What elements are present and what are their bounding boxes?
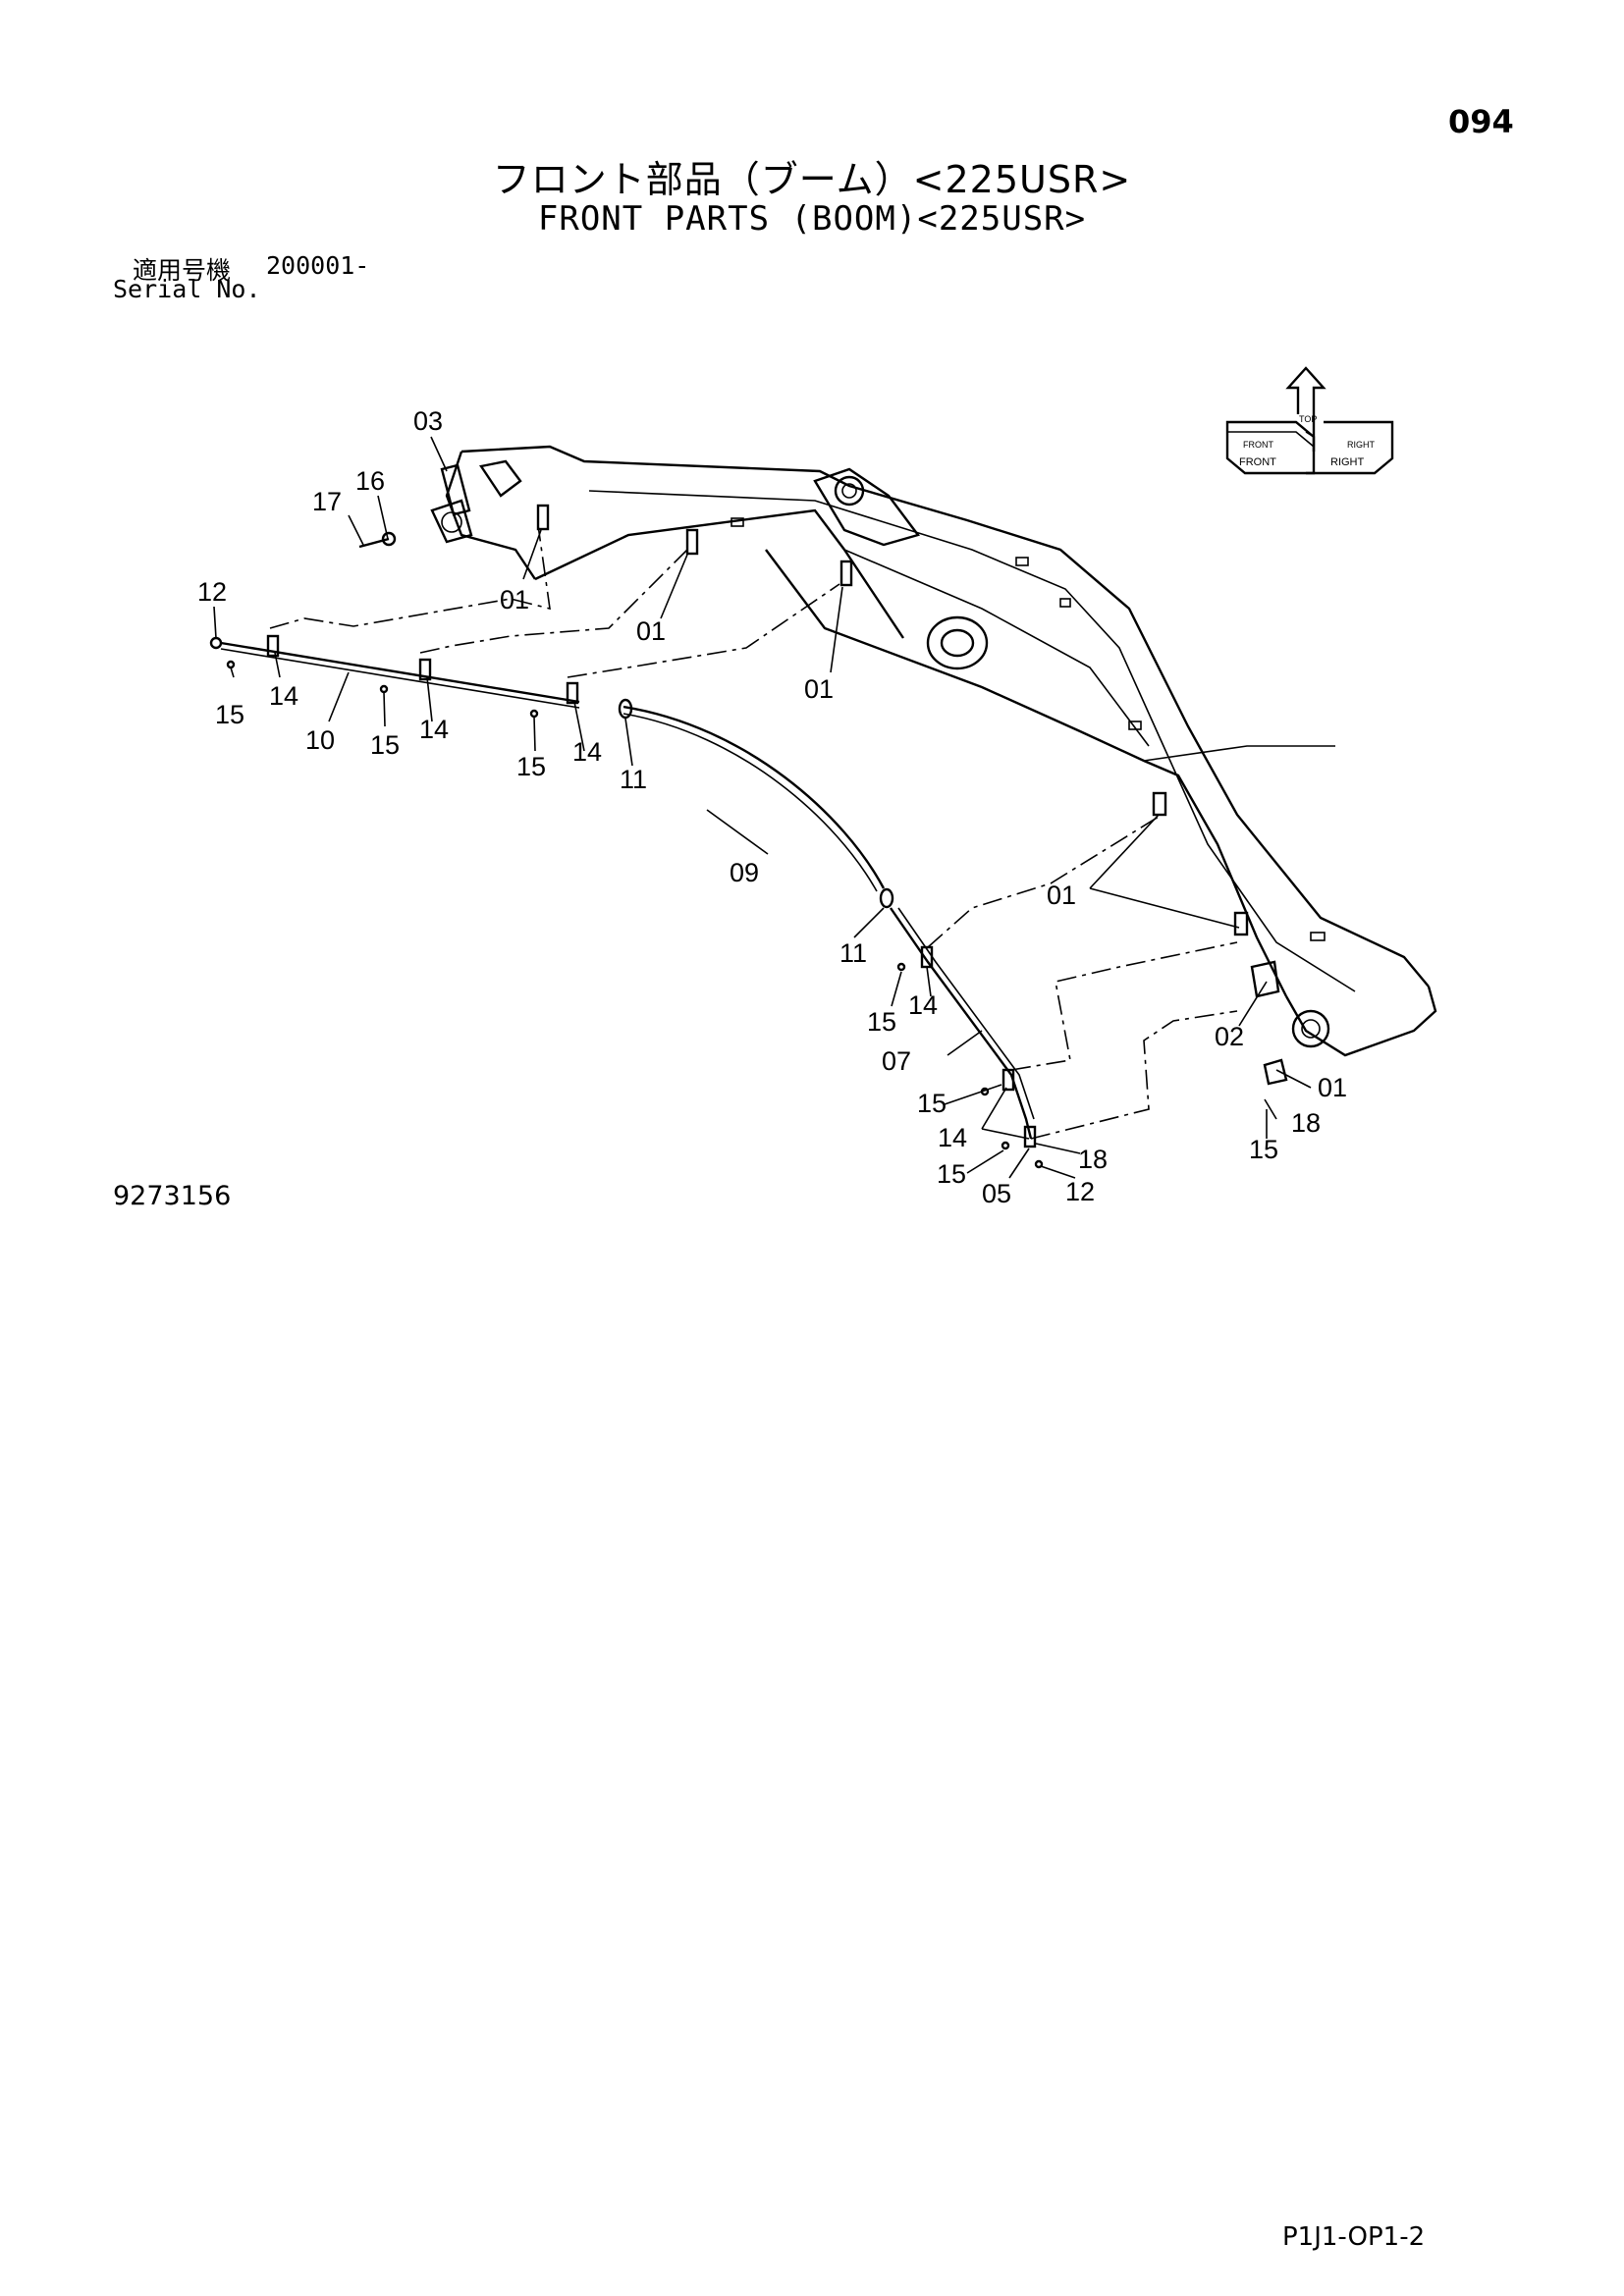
figure-number: 9273156 xyxy=(113,1181,232,1211)
serial-label-japanese: 適用号機 xyxy=(133,256,232,285)
callout-12: 12 xyxy=(197,577,227,607)
callout-14: 14 xyxy=(908,990,938,1020)
callout-18: 18 xyxy=(1291,1108,1321,1138)
callout-01: 01 xyxy=(500,585,529,614)
callout-15: 15 xyxy=(917,1089,947,1118)
callout-11: 11 xyxy=(620,765,647,794)
phantom-lines xyxy=(269,524,1238,1140)
callout-12: 12 xyxy=(1065,1177,1095,1206)
document-code: P1J1-OP1-2 xyxy=(1282,2222,1426,2252)
callout-17: 17 xyxy=(312,487,342,516)
callout-14: 14 xyxy=(419,715,449,744)
leader-lines xyxy=(213,436,1312,1179)
callout-15: 15 xyxy=(1249,1135,1278,1164)
callout-18: 18 xyxy=(1078,1145,1108,1174)
serial-label-english: Serial No. xyxy=(113,275,261,303)
orientation-label-front: FRONT xyxy=(1239,456,1276,468)
callout-07: 07 xyxy=(882,1046,911,1076)
callout-10: 10 xyxy=(305,725,335,755)
page-title-japanese: フロント部品（ブーム）<225USR> xyxy=(492,158,1132,201)
boom-parts-diagram: 03 16 17 01 01 01 12 15 14 10 15 14 15 1… xyxy=(197,366,1437,1208)
callout-09: 09 xyxy=(730,858,759,887)
callout-15: 15 xyxy=(370,730,400,760)
callout-01: 01 xyxy=(1318,1073,1347,1102)
callout-11: 11 xyxy=(839,938,867,968)
callout-05: 05 xyxy=(982,1179,1011,1208)
callout-15: 15 xyxy=(937,1159,966,1189)
callout-03: 03 xyxy=(413,406,443,436)
pipe-07 xyxy=(890,907,1033,1140)
pipe-10 xyxy=(220,641,580,704)
pipe-assembly xyxy=(209,463,1288,1169)
callout-16: 16 xyxy=(355,466,385,496)
callout-labels: 03 16 17 01 01 01 12 15 14 10 15 14 15 1… xyxy=(197,406,1347,1208)
callout-01: 01 xyxy=(804,674,834,704)
page-title-english: FRONT PARTS (BOOM)<225USR> xyxy=(537,199,1087,239)
boom-body xyxy=(430,445,1437,1057)
orientation-label-top: TOP xyxy=(1299,414,1317,424)
page-number: 094 xyxy=(1448,103,1514,140)
serial-number: 200001- xyxy=(266,251,370,280)
callout-01: 01 xyxy=(636,616,666,646)
hose-09 xyxy=(623,705,886,889)
orientation-label-right: RIGHT xyxy=(1330,456,1365,468)
callout-14: 14 xyxy=(269,681,298,711)
orientation-label-front-small: FRONT xyxy=(1243,440,1273,450)
orientation-label-right-small: RIGHT xyxy=(1347,440,1376,450)
callout-01: 01 xyxy=(1047,881,1076,910)
callout-15: 15 xyxy=(516,752,546,781)
orientation-icon: FRONT RIGHT TOP FRONT RIGHT xyxy=(1225,366,1394,475)
callout-14: 14 xyxy=(572,737,602,767)
callout-14: 14 xyxy=(938,1123,967,1152)
callout-02: 02 xyxy=(1215,1022,1244,1051)
callout-15: 15 xyxy=(215,700,244,729)
callout-15: 15 xyxy=(867,1007,896,1037)
